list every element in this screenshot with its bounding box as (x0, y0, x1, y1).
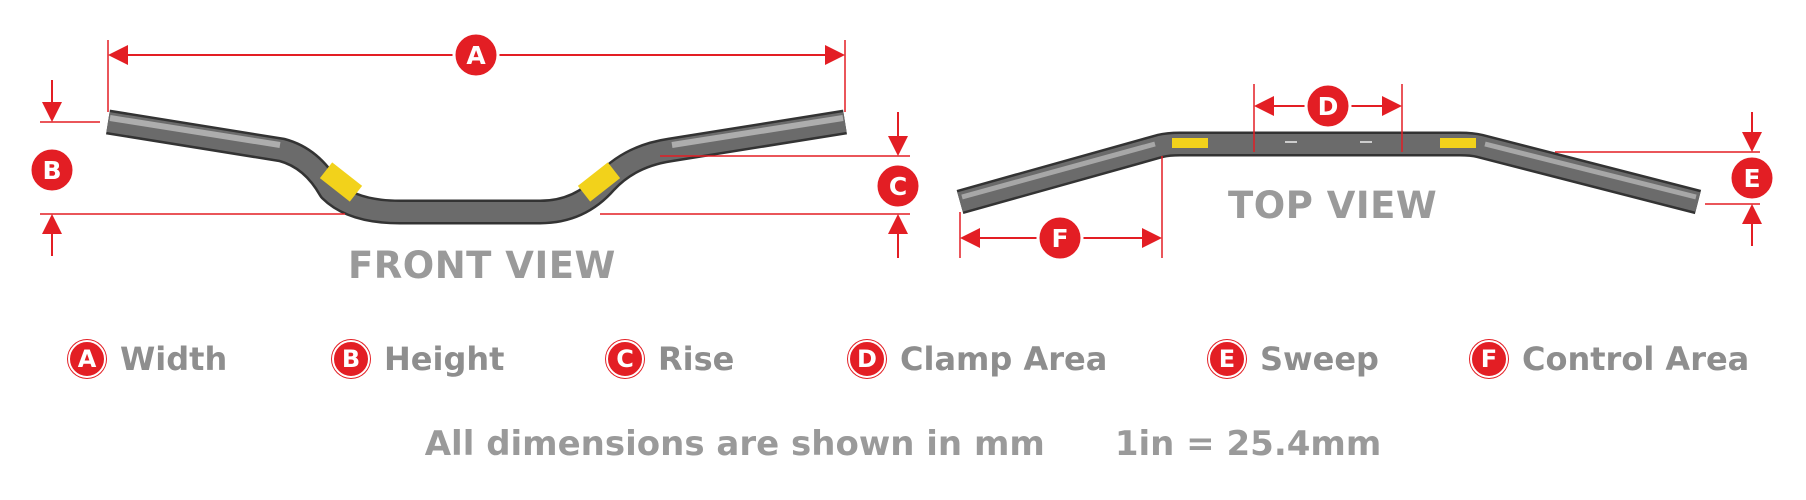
legend-item-control-area: F Control Area (1470, 340, 1749, 378)
legend-label-height: Height (384, 340, 505, 378)
dimension-c (600, 112, 910, 258)
top-left-decal (1172, 138, 1208, 148)
marker-a: A (452, 31, 500, 79)
marker-c: C (874, 162, 922, 210)
dimension-b (40, 80, 345, 256)
legend-badge-b: B (332, 340, 370, 378)
legend-label-width: Width (120, 340, 228, 378)
marker-d-label: D (1318, 92, 1339, 121)
legend-badge-a: A (68, 340, 106, 378)
diagram-canvas: A B C D E F (28, 31, 1776, 262)
legend-item-width: A Width (68, 340, 227, 378)
legend-item-height: B Height (332, 340, 504, 378)
front-view-title: FRONT VIEW (348, 244, 616, 287)
marker-c-label: C (889, 172, 907, 201)
marker-b-label: B (42, 156, 61, 185)
legend-badge-f: F (1470, 340, 1508, 378)
marker-d: D (1304, 82, 1352, 130)
units-footnote: All dimensions are shown in mm 1in = 25.4… (0, 424, 1806, 464)
legend: A Width B Height C Rise D Clamp Area E S… (0, 340, 1806, 390)
front-left-decal (319, 162, 363, 202)
top-view (956, 84, 1762, 258)
dimension-e (1555, 112, 1762, 246)
marker-e: E (1728, 154, 1776, 202)
top-right-decal (1440, 138, 1476, 148)
legend-item-sweep: E Sweep (1208, 340, 1379, 378)
front-view (40, 40, 910, 258)
legend-item-clamp-area: D Clamp Area (848, 340, 1107, 378)
front-right-decal (577, 162, 621, 202)
legend-badge-d: D (848, 340, 886, 378)
legend-label-clamp-area: Clamp Area (900, 340, 1108, 378)
legend-badge-e: E (1208, 340, 1246, 378)
legend-label-rise: Rise (658, 340, 735, 378)
conversion-note: 1in = 25.4mm (1114, 424, 1382, 464)
legend-label-sweep: Sweep (1260, 340, 1379, 378)
top-view-title: TOP VIEW (1228, 184, 1438, 227)
marker-a-label: A (466, 41, 486, 70)
legend-badge-c: C (606, 340, 644, 378)
marker-f: F (1036, 214, 1084, 262)
units-note: All dimensions are shown in mm (424, 424, 1045, 464)
marker-f-label: F (1051, 224, 1068, 253)
marker-e-label: E (1743, 164, 1760, 193)
marker-b: B (28, 146, 76, 194)
legend-label-control-area: Control Area (1522, 340, 1750, 378)
legend-item-rise: C Rise (606, 340, 734, 378)
